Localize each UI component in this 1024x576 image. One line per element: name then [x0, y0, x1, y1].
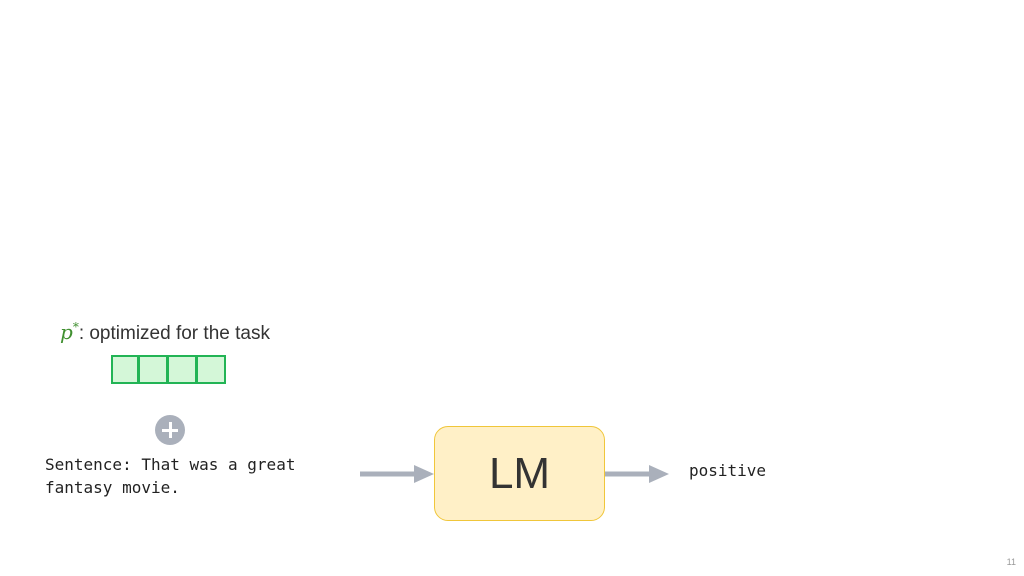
output-label: positive [689, 461, 767, 480]
prompt-vector [111, 355, 226, 384]
output-arrow [605, 465, 669, 483]
input-sentence: Sentence: That was a great fantasy movie… [45, 455, 296, 497]
lm-label: LM [488, 448, 551, 498]
prompt-superscript: * [72, 320, 79, 334]
prompt-description: : optimized for the task [78, 323, 270, 344]
prompt-label: p*: optimized for the task [60, 320, 270, 345]
input-arrow [360, 465, 434, 483]
lm-box: LM [434, 426, 605, 521]
prompt-cell [111, 355, 139, 384]
plus-icon [155, 415, 185, 445]
prompt-symbol: p* [60, 320, 79, 344]
prompt-cell [196, 355, 226, 384]
prompt-cell [167, 355, 197, 384]
prompt-cell [138, 355, 168, 384]
page-number: 11 [1006, 557, 1016, 567]
